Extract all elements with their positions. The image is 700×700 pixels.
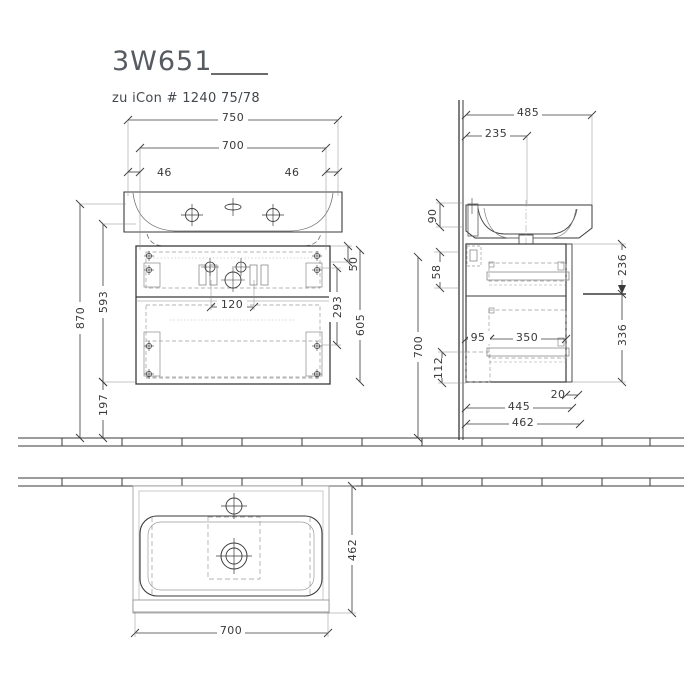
dim-label-120: 120 [221,298,243,311]
dim-label-870: 870 [74,307,87,329]
dim-left-offset-46: 46 [123,166,172,179]
side-section-view: 485 235 90 58 700 [410,100,629,443]
dim-overall-width-750: 750 [123,111,343,196]
dim-label-445: 445 [508,400,530,413]
dim-label-20: 20 [551,388,566,401]
dim-lower-drawer-336: 336 [572,289,629,387]
upper-drawer-side-internals [486,261,570,286]
dim-basin-rim-90: 90 [426,198,462,232]
dim-plan-width-700: 700 [130,612,333,638]
dim-label-46-right: 46 [285,166,300,179]
cabinet-side-outline [465,243,567,383]
upper-runner-right [305,262,323,288]
cabinet-front [135,245,331,385]
dim-floor-height-700: 700 [410,252,458,443]
dim-label-462-side: 462 [512,416,534,429]
dim-drawer-height-293: 293 [322,263,344,350]
dim-label-750: 750 [222,111,244,124]
drain-marker-left [181,204,203,226]
plan-view: 462 700 [130,481,359,638]
lower-drawer-side-box [488,309,567,359]
dim-basin-total-462: 462 [461,416,585,429]
title-block: 3W651 zu iCon # 1240 75/78 [112,46,268,106]
drain-marker-right [262,204,284,226]
drawing-subtitle: zu iCon # 1240 75/78 [112,91,260,106]
dim-label-90: 90 [426,209,439,224]
dim-label-350: 350 [516,331,538,344]
dim-basin-front-235: 235 [461,127,532,204]
wall-bracket [466,245,482,267]
washbasin-side [465,198,593,250]
dim-label-58: 58 [430,265,443,280]
dim-label-293: 293 [331,296,344,318]
basin-side-outline [465,204,593,239]
fixing-marks-upper [144,251,322,275]
dim-label-593: 593 [97,291,110,313]
dim-label-336: 336 [616,324,629,346]
dim-label-236: 236 [616,254,629,276]
plan-basin-inner [147,521,315,591]
dim-rail-95-350: 95 350 [461,331,571,344]
dim-label-46-left: 46 [157,166,172,179]
dim-right-offset-46: 46 [285,166,343,179]
drawing-title: 3W651 [112,46,212,77]
waste-marker-right [232,258,250,276]
front-elevation-view: 750 700 46 46 870 [72,111,367,443]
dim-label-112: 112 [432,357,445,379]
floor-line-upper [18,437,684,447]
dim-basin-depth-485: 485 [461,106,597,204]
dim-lower-height-197: 197 [95,377,110,443]
fixing-marks-lower [144,341,322,379]
plan-drain-marker [216,538,252,574]
plan-front-panel [132,599,330,613]
upper-drawer-side-rail [486,271,570,281]
dim-label-462-plan: 462 [346,539,359,561]
upper-cutout-left [198,264,207,286]
upper-drawer-clip-front [557,261,565,271]
plan-tap-hole-marker [221,493,247,519]
cabinet-side [465,243,573,383]
dim-handle-width-120: 120 [206,280,259,312]
dim-total-height-870: 870 [72,199,126,443]
wall-bracket-inner [469,249,478,262]
dim-cabinet-depth-445: 445 [461,400,577,413]
upper-runner-left [143,262,161,288]
upper-drawer-clip-rear [488,261,495,268]
dim-cabinet-width-700: 700 [135,139,331,250]
dim-mount-height-58: 58 [430,247,460,293]
dim-upper-drawer-236: 236 [572,239,629,295]
dim-label-700-side: 700 [412,336,425,358]
dim-label-700-plan: 700 [220,624,242,637]
dim-label-95: 95 [471,331,486,344]
dim-overhang-20: 20 [551,388,583,401]
dim-label-235: 235 [485,127,507,140]
upper-drawer-internals [143,251,323,292]
basin-bowl-curve [132,192,334,232]
upper-cutout-right [249,264,258,286]
dim-plan-depth-462: 462 [329,481,359,618]
lower-runner-left [143,331,161,377]
dim-label-50: 50 [347,257,360,272]
dim-label-700: 700 [222,139,244,152]
plinth-recess [465,351,491,383]
lower-drawer-clip-rear [488,307,495,314]
upper-cutout-right-2 [260,264,269,286]
dim-label-485: 485 [517,106,539,119]
dim-cabinet-height-605: 605 [352,245,367,387]
basin-rear-rim [467,203,479,237]
lower-runner-right [305,331,323,377]
basin-underside-profile [146,233,322,253]
washbasin-front [123,191,343,253]
dim-label-197: 197 [97,394,110,416]
dim-plinth-112: 112 [432,347,466,388]
wall-section [458,100,464,440]
dim-label-605: 605 [354,314,367,336]
siphon-marker-center [221,268,245,292]
waste-marker-left [201,258,219,276]
dim-upper-height-593: 593 [95,219,136,387]
